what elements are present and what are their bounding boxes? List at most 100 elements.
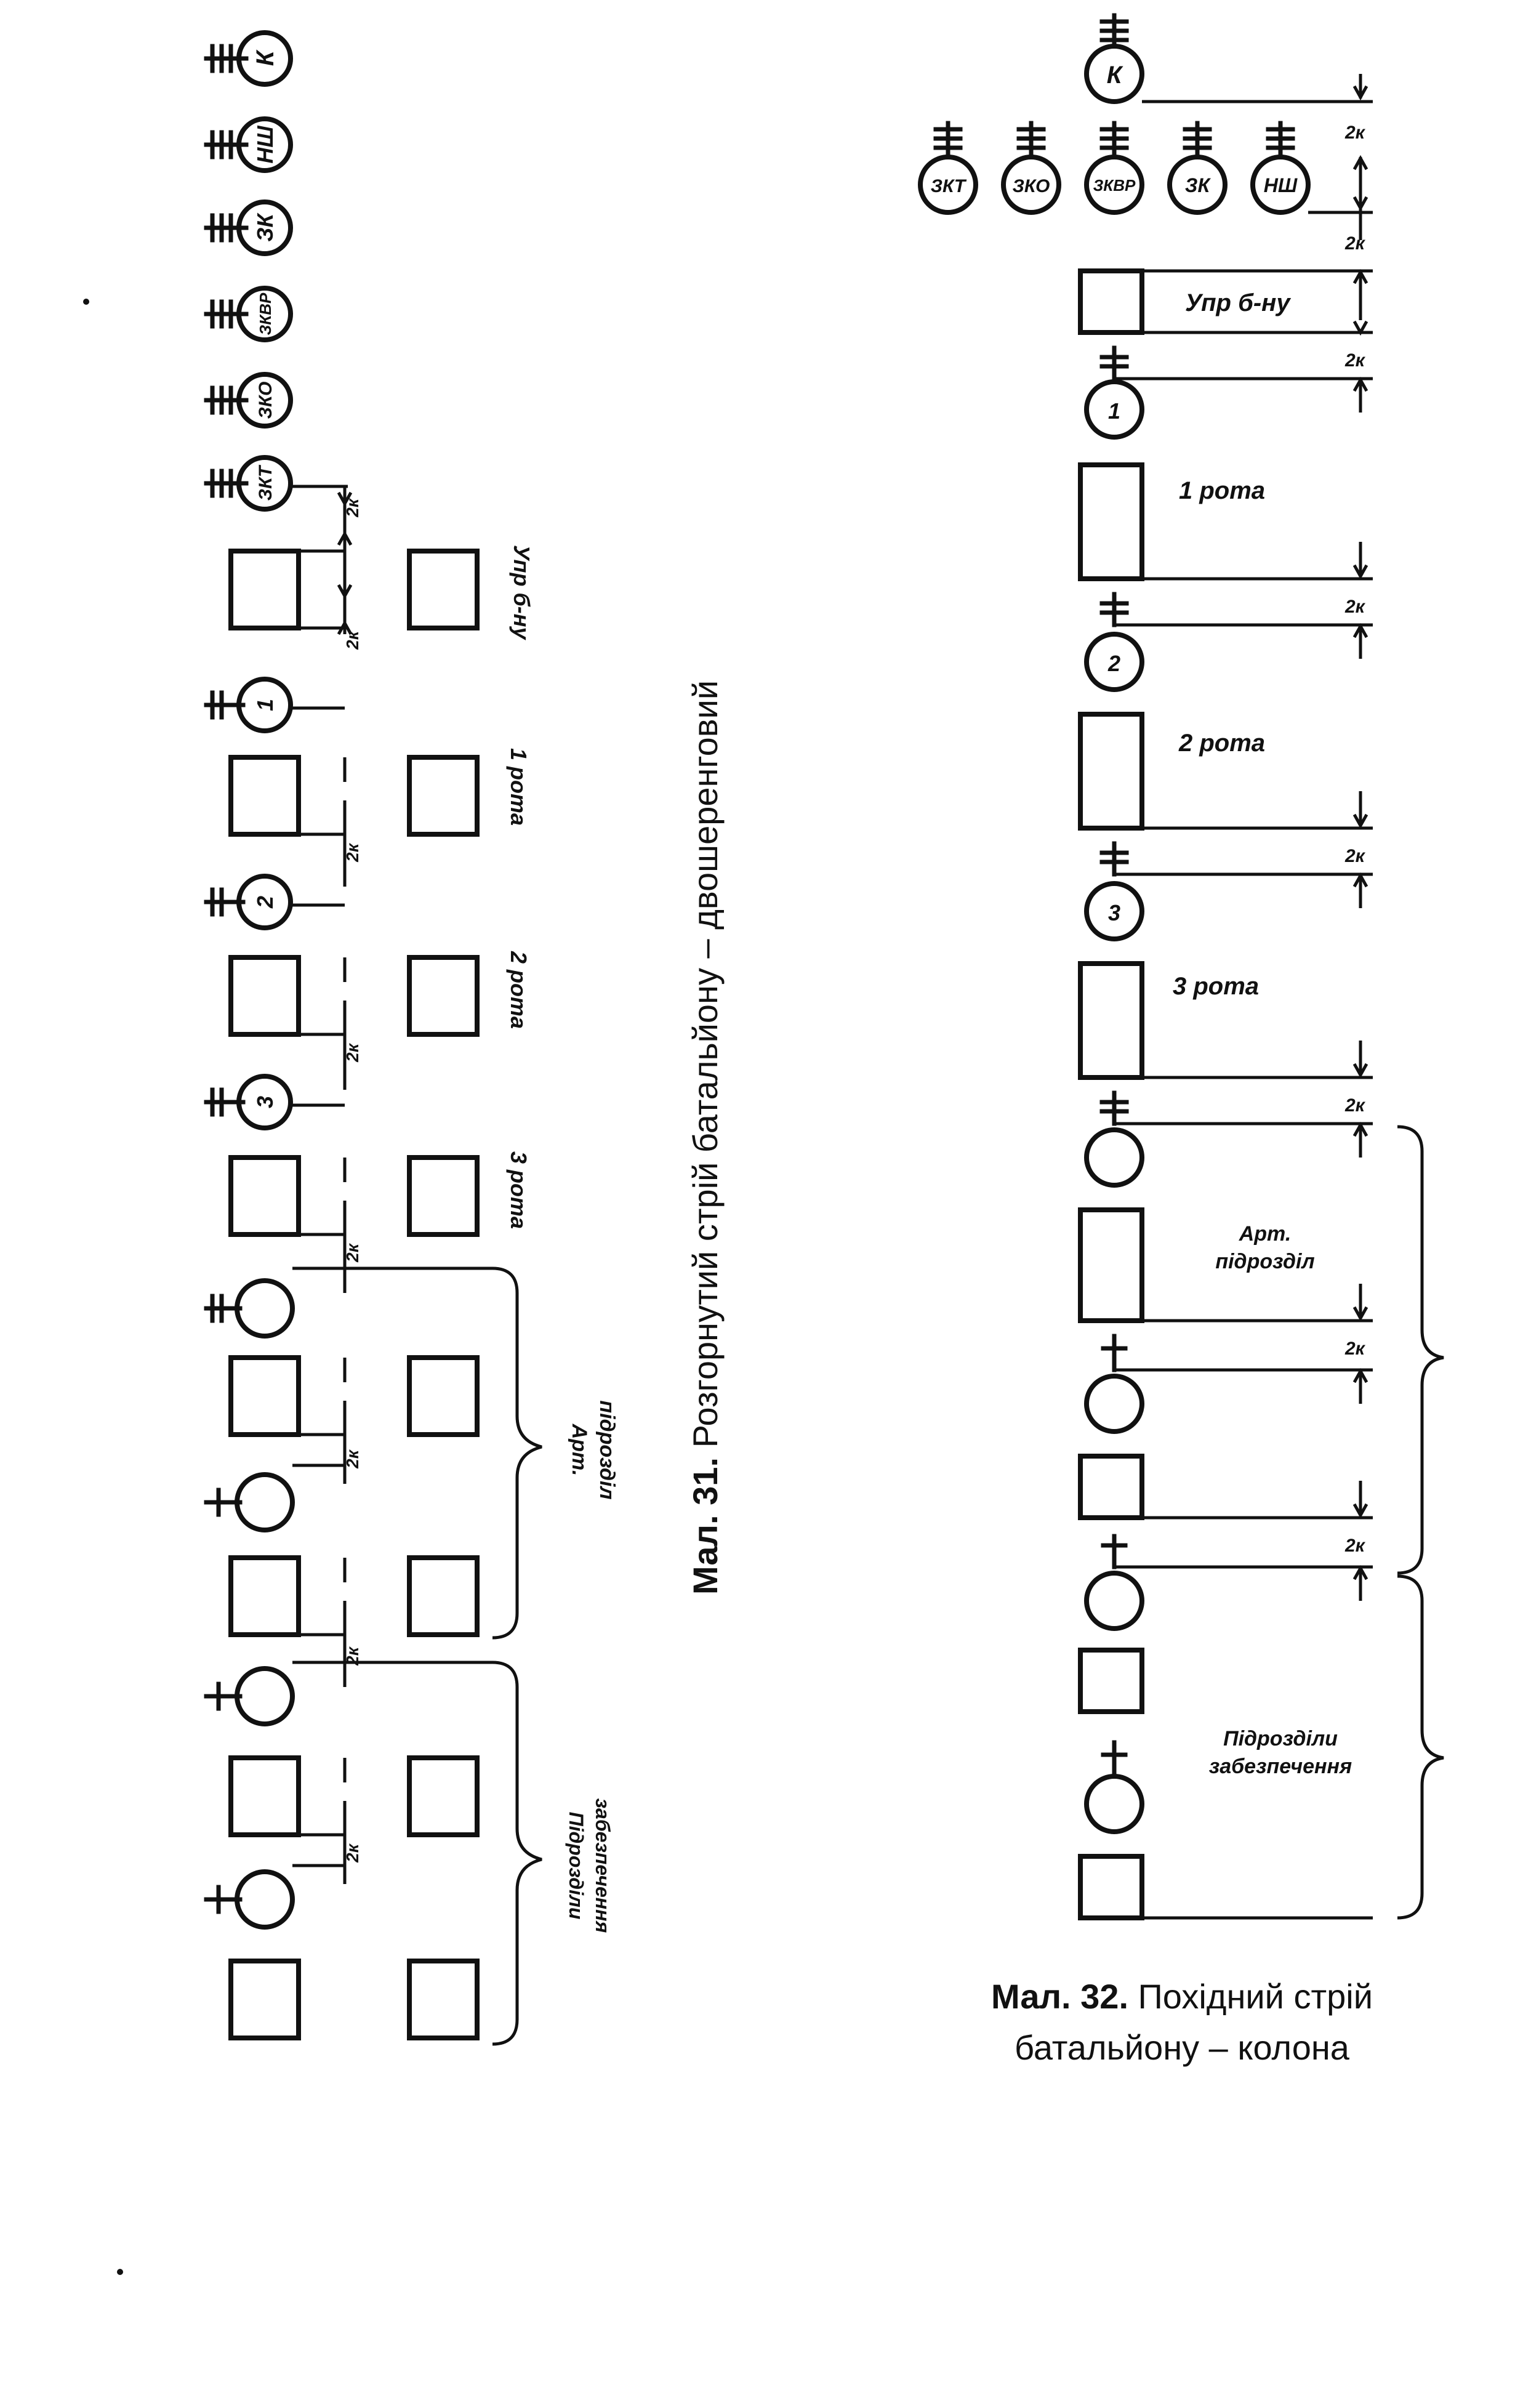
label-company-1: 1 рота: [506, 748, 531, 826]
col-label-art-line1: Арт.: [1239, 1222, 1292, 1246]
company-2-box-rank1: [228, 955, 301, 1037]
col-art-brace: [1397, 1125, 1444, 1575]
officer-label-nsh: НШ: [252, 126, 278, 164]
col-company-2: 2 2 рота 2к: [1078, 592, 1373, 831]
col-label-company-3: 3 рота: [1173, 973, 1259, 1000]
officer-label-zk: ЗК: [252, 212, 278, 242]
col-label-company-2: 2 рота: [1178, 730, 1265, 757]
support-unit-1: 2к: [204, 1661, 492, 1884]
caption-31: Мал. 31. Розгорнутий стрій батальйону – …: [686, 680, 725, 1595]
company-3-commander: 3: [204, 1074, 345, 1130]
svg-text:2к: 2к: [1344, 123, 1366, 143]
company-1-commander: 1: [204, 677, 345, 733]
col-officer-zko: ЗКО: [1001, 121, 1061, 215]
svg-text:2к: 2к: [1344, 597, 1366, 617]
col-art-unit-2: 2к: [1078, 1334, 1373, 1520]
svg-text:1: 1: [252, 699, 278, 711]
col-officer-zkt: ЗКТ: [918, 121, 978, 215]
col-dim-1: 2к: [1344, 74, 1368, 240]
svg-text:ЗКО: ЗКО: [1013, 176, 1050, 196]
col-officer-zk: ЗК: [1167, 121, 1228, 215]
col-label-support-line1: Підрозділи: [1223, 1727, 1338, 1750]
caption-32-line1: Мал. 32. Похідний стрій: [991, 1977, 1373, 2016]
svg-text:3: 3: [252, 1096, 278, 1108]
officer-label-k: К: [252, 49, 279, 66]
col-support-brace: [1397, 1574, 1444, 1920]
svg-text:ЗКТ: ЗКТ: [931, 176, 967, 196]
company-1-box-rank1: [228, 755, 301, 837]
art-unit-2: 2к: [204, 1464, 480, 1687]
company-1-box-rank2: [407, 755, 480, 837]
officer-zkt: ЗКТ: [204, 455, 293, 512]
svg-text:2к: 2к: [343, 497, 362, 518]
svg-text:2к: 2к: [343, 1449, 362, 1469]
svg-text:2к: 2к: [343, 1242, 362, 1263]
col-support-unit-2: [1078, 1740, 1373, 1920]
svg-text:2: 2: [1107, 651, 1120, 676]
speck: [83, 299, 89, 305]
company-2-box-rank2: [407, 955, 480, 1037]
col-label-hq: Упр б-ну: [1185, 289, 1291, 316]
hq-box-rank1: [228, 549, 301, 630]
col-label-company-1: 1 рота: [1179, 477, 1265, 504]
col-company-3: 3 3 рота 2к: [1078, 841, 1373, 1080]
svg-text:2: 2: [252, 896, 278, 909]
caption-32-line2: батальйону – колона: [1015, 2028, 1350, 2067]
col-label-support-line2: забезпечення: [1209, 1755, 1352, 1778]
svg-text:2к: 2к: [1344, 350, 1366, 371]
svg-text:2к: 2к: [1344, 233, 1366, 254]
dim-company-3: 2к: [299, 1158, 362, 1293]
label-art-line1: Арт.: [568, 1423, 591, 1476]
svg-text:ЗК: ЗК: [1185, 174, 1212, 196]
svg-text:2к: 2к: [343, 1843, 362, 1863]
svg-text:НШ: НШ: [1264, 174, 1298, 196]
col-hq-lines: [1142, 269, 1373, 334]
col-officer-nsh: НШ: [1250, 121, 1373, 215]
col-hq-box: [1078, 268, 1144, 335]
dim-hq-2: 2к: [299, 584, 362, 650]
speck: [117, 2269, 123, 2275]
svg-text:2к: 2к: [1344, 846, 1366, 866]
officer-label-zkvr: ЗКВР: [256, 292, 275, 335]
col-officer-k: К: [1084, 13, 1373, 104]
company-3-box-rank2: [407, 1155, 480, 1237]
label-art-line2: підрозділ: [595, 1400, 619, 1499]
svg-text:2к: 2к: [1344, 1339, 1366, 1359]
company-3-box-rank1: [228, 1155, 301, 1237]
company-2-commander: 2: [204, 874, 345, 930]
officer-zk: ЗК: [204, 199, 293, 256]
dim-hq-1: 2к: [299, 486, 362, 634]
officer-zkvr: ЗКВР: [204, 286, 293, 342]
svg-text:2к: 2к: [1344, 1095, 1366, 1116]
svg-text:2к: 2к: [343, 630, 362, 650]
label-hq: Упр б-ну: [509, 545, 534, 640]
officer-nsh: НШ: [204, 116, 293, 173]
svg-text:1: 1: [1108, 398, 1120, 424]
label-support-line1: Підрозділи: [565, 1812, 587, 1920]
art-brace: [492, 1266, 542, 1640]
dim-company-1: 2к: [299, 757, 362, 887]
dim-company-2: 2к: [299, 957, 362, 1090]
officer-k: К: [204, 30, 293, 87]
label-company-3: 3 рота: [506, 1151, 531, 1229]
officer-label-zkt: ЗКТ: [255, 464, 276, 501]
col-officer-zkvr: ЗКВР: [1084, 121, 1144, 215]
col-officer-label-k: К: [1107, 62, 1123, 89]
col-dim-2: 2к: [1344, 233, 1368, 336]
svg-text:ЗКВР: ЗКВР: [1093, 176, 1136, 195]
officer-label-zko: ЗКО: [255, 382, 276, 419]
figure-31: К НШ ЗК ЗКВР ЗКО ЗКТ: [204, 30, 725, 2046]
col-support-unit-1: 2к: [1078, 1534, 1373, 1714]
art-unit-1: 2к: [204, 1266, 492, 1484]
officer-zko: ЗКО: [204, 372, 293, 429]
col-label-art-line2: підрозділ: [1215, 1250, 1314, 1273]
label-support-line2: забезпечення: [592, 1798, 614, 1933]
col-art-unit: Арт. підрозділ 2к: [1078, 1090, 1373, 1323]
support-brace: [492, 1661, 542, 2046]
svg-text:3: 3: [1108, 900, 1120, 925]
hq-box-rank2: [407, 549, 480, 630]
label-company-2: 2 рота: [506, 951, 531, 1029]
svg-text:2к: 2к: [1344, 1536, 1366, 1556]
col-company-1: 1 1 рота 2к: [1078, 345, 1373, 581]
